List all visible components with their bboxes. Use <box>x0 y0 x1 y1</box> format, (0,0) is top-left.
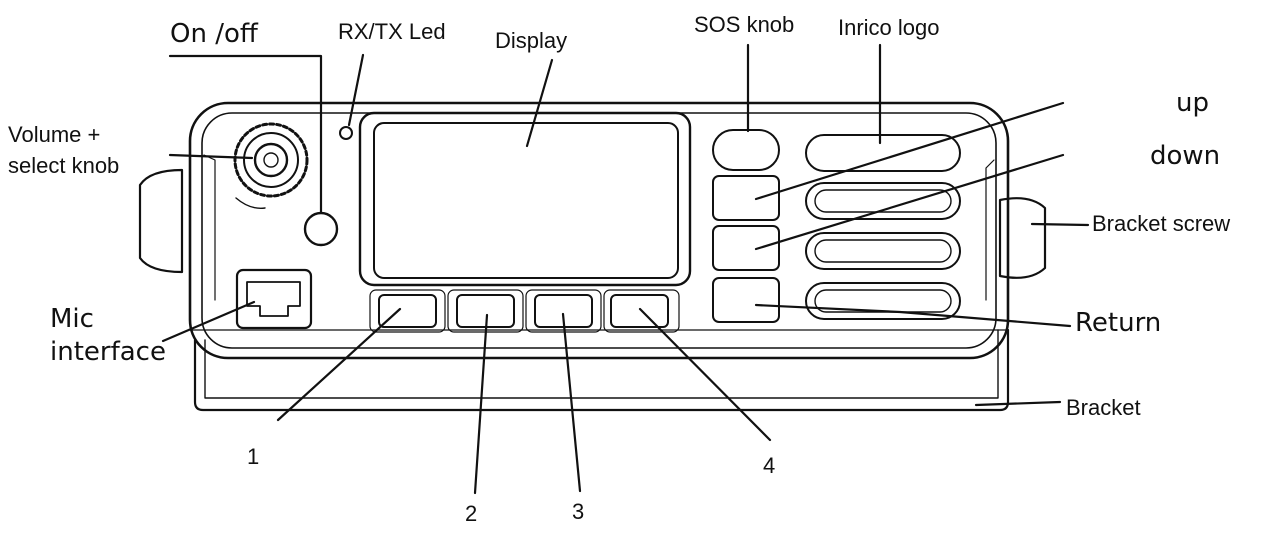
volume-select-knob[interactable] <box>233 122 309 209</box>
display-screen <box>358 111 692 287</box>
label-volume-select-knob: Volume + select knob <box>8 122 120 178</box>
down-key[interactable] <box>712 225 780 271</box>
up-key[interactable] <box>712 175 780 221</box>
label-inrico-logo: Inrico logo <box>838 15 940 40</box>
leader-up <box>754 101 1065 201</box>
leader-bracket <box>974 400 1062 407</box>
leader-on-off <box>168 54 323 215</box>
label-sos-knob: SOS knob <box>694 12 795 37</box>
label-rx-tx-led: RX/TX Led <box>338 19 446 44</box>
soft-key-4[interactable] <box>610 294 669 328</box>
soft-key-1[interactable] <box>378 294 437 328</box>
on-off-button[interactable] <box>303 211 339 247</box>
label-key-4: 4 <box>763 453 776 478</box>
leader-return <box>754 303 1072 328</box>
label-on-off: On /off <box>170 19 258 49</box>
mic-interface-port[interactable] <box>235 268 313 330</box>
leader-key-1 <box>276 307 402 422</box>
leader-rx-tx-led <box>347 53 365 127</box>
label-bracket: Bracket <box>1066 395 1141 420</box>
leader-display <box>525 58 554 148</box>
label-key-3: 3 <box>572 499 585 524</box>
return-key[interactable] <box>712 277 780 323</box>
label-display: Display <box>495 28 568 53</box>
leader-key-2 <box>473 313 489 495</box>
bracket <box>138 168 1047 412</box>
leader-key-3 <box>561 312 582 493</box>
leader-key-4 <box>638 307 772 442</box>
inrico-logo-slot <box>805 134 961 172</box>
label-mic-interface: Mic interface <box>50 304 166 367</box>
rx-tx-led <box>339 126 353 140</box>
leader-mic-interface <box>161 300 256 343</box>
leader-bracket-screw <box>1030 222 1090 227</box>
label-return: Return <box>1075 308 1162 338</box>
leader-volume <box>168 153 254 160</box>
leader-lines <box>161 43 1090 495</box>
label-up: up <box>1176 88 1209 118</box>
soft-keys <box>369 289 680 333</box>
leader-down <box>754 153 1065 251</box>
label-bracket-screw: Bracket screw <box>1092 211 1231 236</box>
sos-knob[interactable] <box>712 129 780 171</box>
label-down: down <box>1150 141 1221 171</box>
label-key-1: 1 <box>247 444 260 469</box>
side-keys <box>712 129 780 323</box>
label-key-2: 2 <box>465 501 478 526</box>
